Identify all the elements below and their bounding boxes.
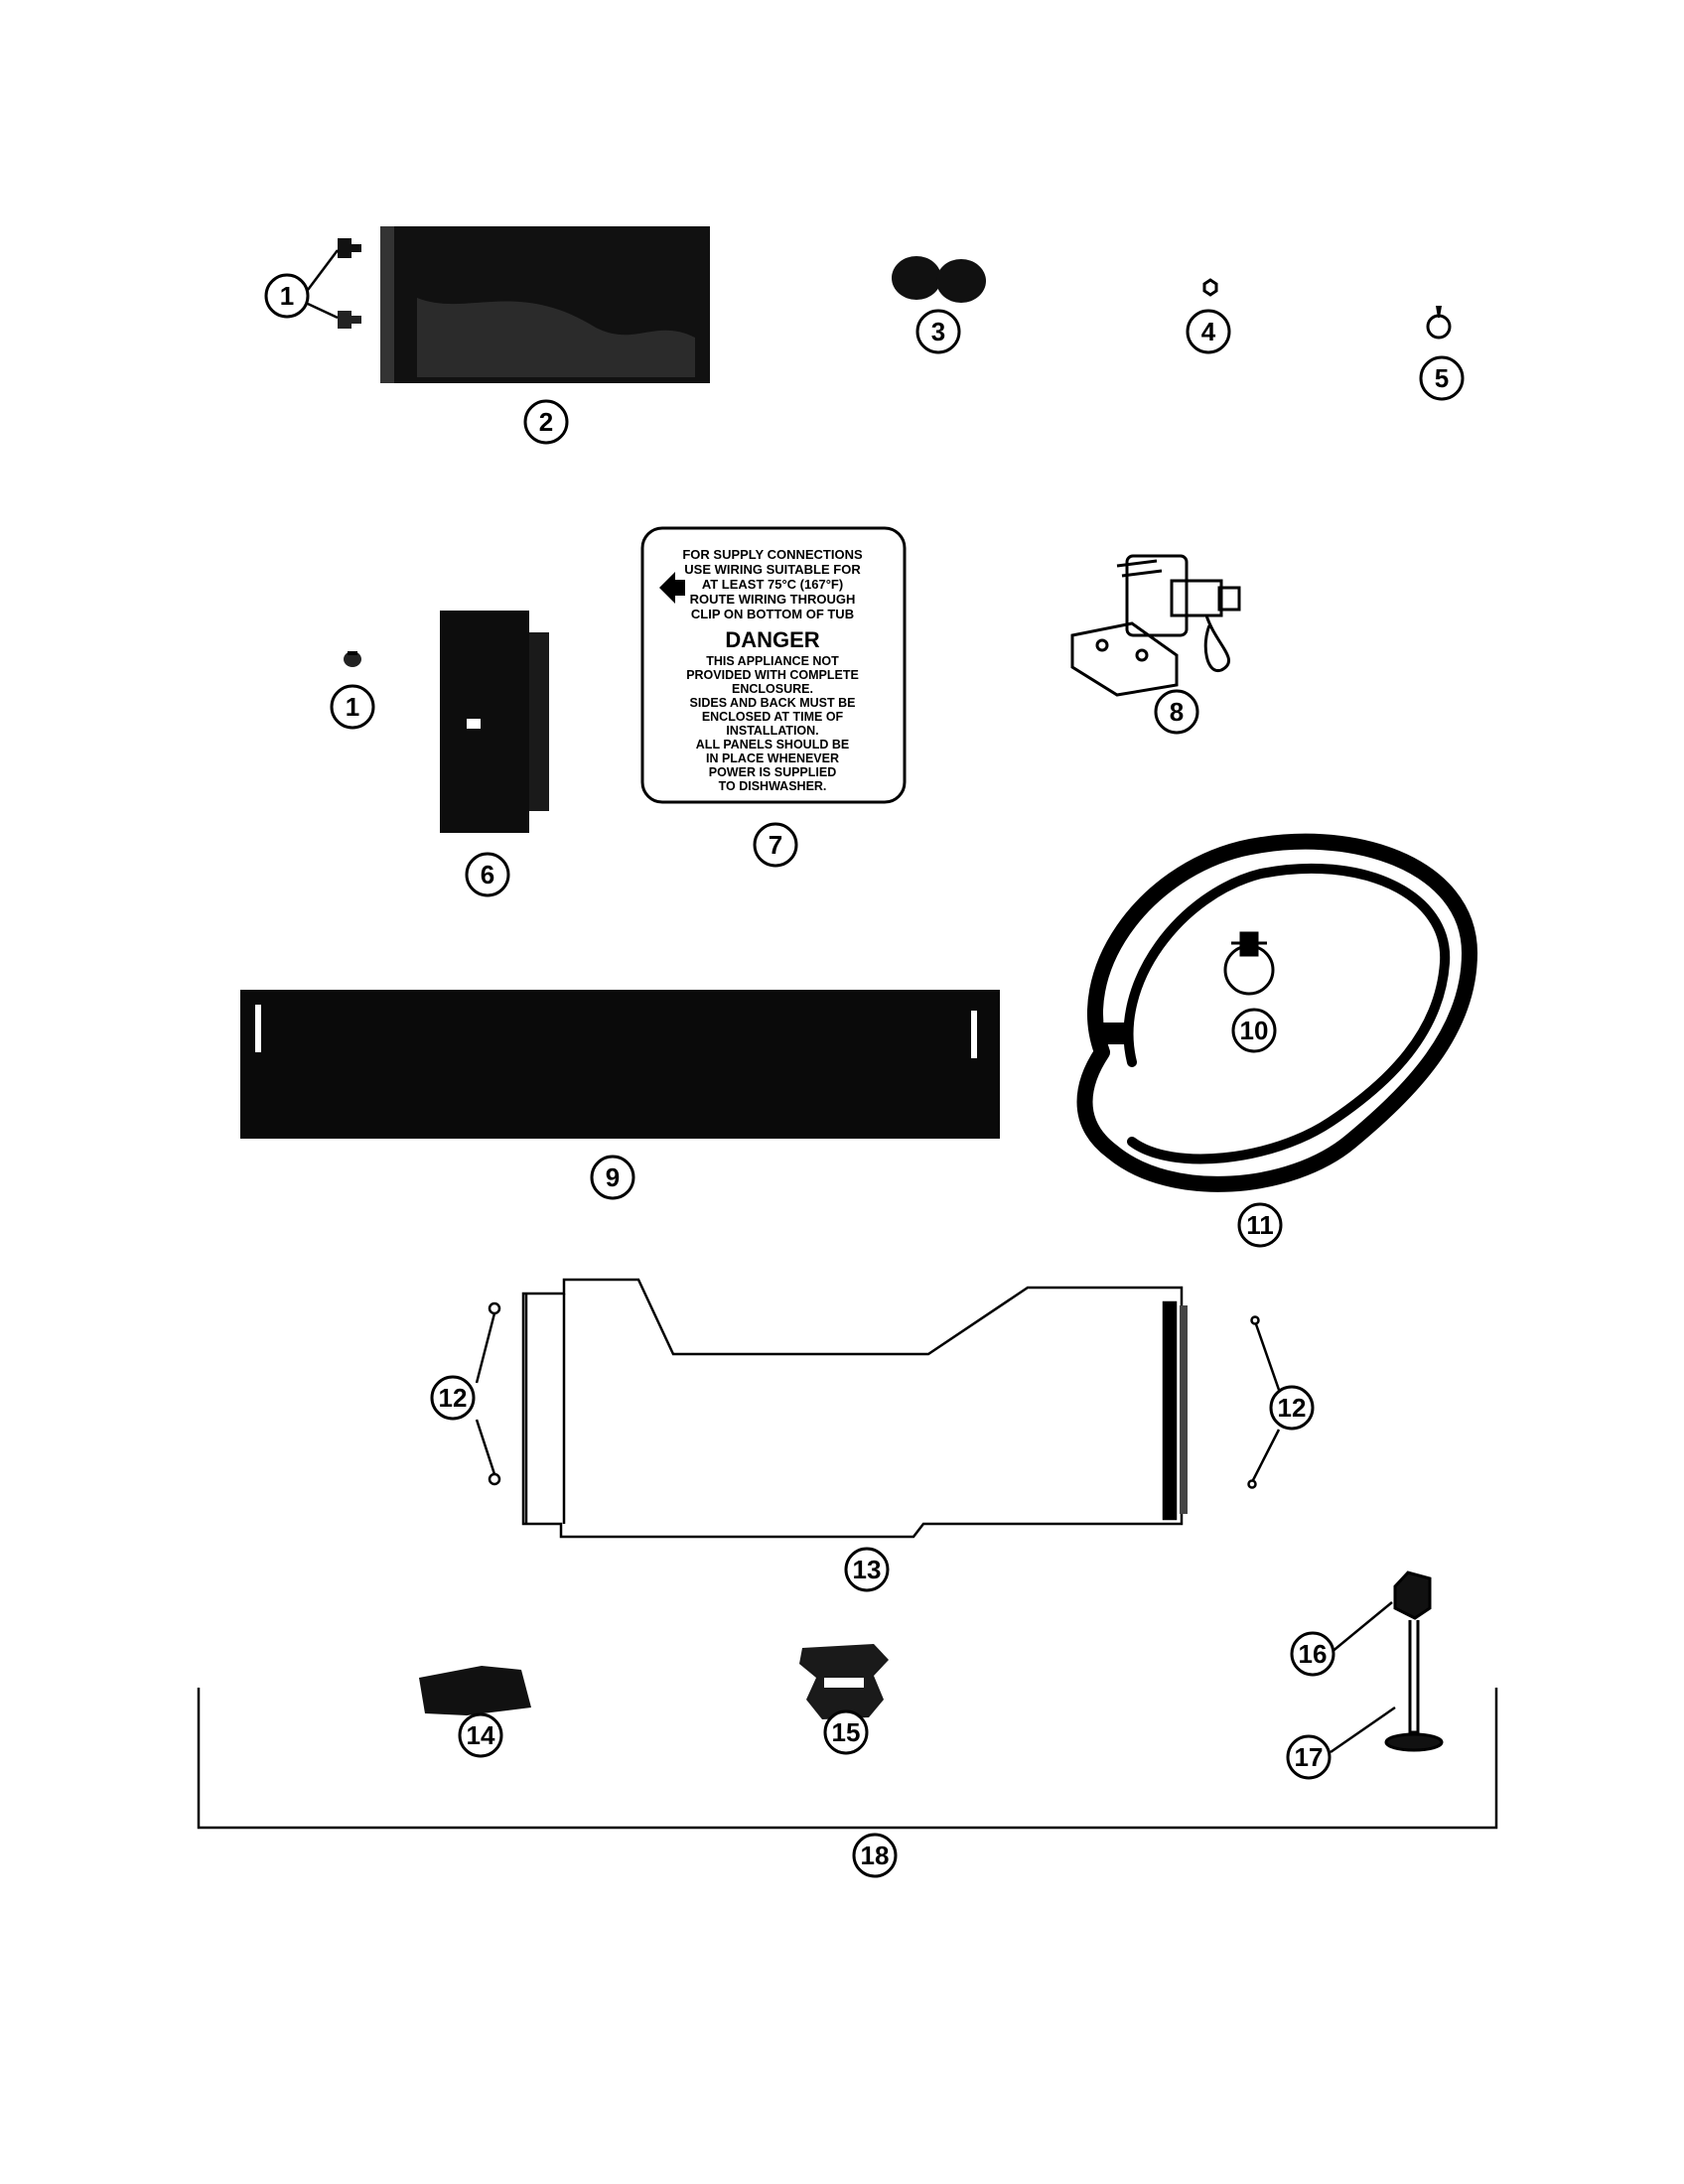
callout-8: 8 <box>1154 689 1199 735</box>
svg-text:3: 3 <box>931 317 945 346</box>
warning-line-2: USE WIRING SUITABLE FOR <box>684 562 861 577</box>
leader-12-right <box>1251 1323 1281 1481</box>
part-9-toe-panel <box>240 990 1000 1139</box>
warning-heading: DANGER <box>725 627 819 652</box>
svg-text:10: 10 <box>1240 1016 1269 1045</box>
part-3-plugs <box>892 256 986 303</box>
part-11-drain-hose <box>1076 833 1478 1192</box>
callout-13: 13 <box>844 1547 890 1592</box>
warning-body-6: INSTALLATION. <box>726 724 818 738</box>
svg-text:13: 13 <box>853 1555 882 1584</box>
warning-body-3: ENCLOSURE. <box>732 682 813 696</box>
leader-12-left <box>475 1312 496 1475</box>
kit-bracket-18 <box>197 1688 1498 1830</box>
svg-text:6: 6 <box>481 860 494 889</box>
svg-text:15: 15 <box>832 1717 861 1747</box>
part-7-warning-label: FOR SUPPLY CONNECTIONS USE WIRING SUITAB… <box>640 526 907 804</box>
callout-11: 11 <box>1237 1202 1283 1248</box>
part-1-screw-single <box>344 651 361 667</box>
warning-body-4: SIDES AND BACK MUST BE <box>690 696 856 710</box>
callout-15: 15 <box>823 1709 869 1755</box>
svg-text:12: 12 <box>1278 1393 1307 1423</box>
warning-body-1: THIS APPLIANCE NOT <box>706 654 839 668</box>
svg-text:5: 5 <box>1435 363 1449 393</box>
part-10-hose-clamp <box>1223 931 1275 996</box>
svg-text:1: 1 <box>280 281 294 311</box>
callout-6: 6 <box>465 852 510 897</box>
warning-line-4: ROUTE WIRING THROUGH <box>690 592 856 607</box>
svg-text:12: 12 <box>439 1383 468 1413</box>
arrow-left-icon <box>659 572 685 604</box>
callout-17: 17 <box>1286 1734 1332 1780</box>
part-5-ring-terminal <box>1426 306 1452 340</box>
warning-line-5: CLIP ON BOTTOM OF TUB <box>691 607 854 621</box>
part-12-clip-right <box>1247 1315 1260 1489</box>
callout-18: 18 <box>852 1833 898 1878</box>
part-4-nut <box>1202 278 1218 297</box>
leader-1-bottom <box>307 302 339 320</box>
callout-2: 2 <box>523 399 569 445</box>
part-1-screw-bottom <box>338 311 361 329</box>
svg-text:14: 14 <box>467 1720 495 1750</box>
part-16-leveling-foot-bracket <box>1393 1570 1432 1620</box>
svg-text:8: 8 <box>1170 697 1184 727</box>
part-2-access-panel <box>380 226 710 383</box>
part-13-insulation <box>521 1278 1188 1539</box>
callout-1-top: 1 <box>264 273 310 319</box>
svg-text:11: 11 <box>1246 1210 1274 1240</box>
callout-9: 9 <box>590 1155 635 1200</box>
leader-1-top <box>307 249 339 291</box>
part-1-screw-top <box>338 238 361 258</box>
warning-body-8: IN PLACE WHENEVER <box>706 751 839 765</box>
callout-3: 3 <box>915 309 961 354</box>
svg-text:2: 2 <box>539 407 553 437</box>
part-14-wire-nut <box>419 1666 531 1715</box>
callout-5: 5 <box>1419 355 1465 401</box>
warning-line-1: FOR SUPPLY CONNECTIONS <box>682 547 863 562</box>
warning-line-3: AT LEAST 75°C (167°F) <box>702 577 843 592</box>
callout-12-right: 12 <box>1269 1385 1315 1431</box>
callout-7: 7 <box>753 822 798 868</box>
part-8-water-valve <box>1070 554 1241 697</box>
callout-4: 4 <box>1186 309 1231 354</box>
svg-text:1: 1 <box>346 692 359 722</box>
callout-1-middle: 1 <box>330 684 375 730</box>
warning-body-2: PROVIDED WITH COMPLETE <box>686 668 859 682</box>
warning-body-9: POWER IS SUPPLIED <box>709 765 837 779</box>
leader-16 <box>1330 1601 1393 1654</box>
part-6-bracket <box>440 611 549 833</box>
svg-text:9: 9 <box>606 1162 620 1192</box>
svg-text:18: 18 <box>861 1841 890 1870</box>
callout-10: 10 <box>1231 1008 1277 1053</box>
callout-16: 16 <box>1290 1631 1335 1677</box>
svg-text:16: 16 <box>1299 1639 1328 1669</box>
svg-text:7: 7 <box>769 830 782 860</box>
part-17-leveling-leg <box>1384 1620 1444 1752</box>
leader-17 <box>1330 1706 1396 1754</box>
callout-14: 14 <box>458 1712 503 1758</box>
callout-12-left: 12 <box>430 1375 476 1421</box>
warning-body-7: ALL PANELS SHOULD BE <box>696 738 849 751</box>
svg-text:17: 17 <box>1295 1742 1324 1772</box>
warning-body-10: TO DISHWASHER. <box>719 779 827 793</box>
svg-text:4: 4 <box>1201 317 1216 346</box>
warning-body-5: ENCLOSED AT TIME OF <box>702 710 844 724</box>
part-15-strain-relief <box>799 1644 889 1719</box>
